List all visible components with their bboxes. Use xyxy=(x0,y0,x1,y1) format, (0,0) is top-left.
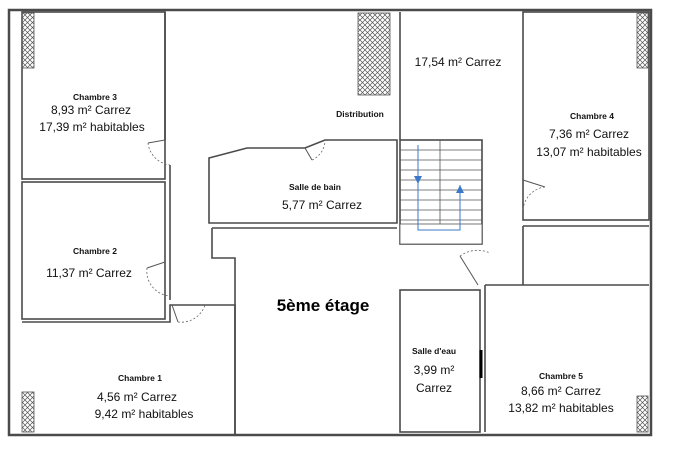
chambre4-name: Chambre 4 xyxy=(570,111,614,121)
room-chambre2-wall xyxy=(21,181,166,320)
chambre2-area-carrez: 11,37 m² Carrez xyxy=(46,266,132,280)
chambre2-name: Chambre 2 xyxy=(73,246,117,256)
room-salle-deau-wall xyxy=(399,289,481,433)
floor-label: 5ème étage xyxy=(277,296,370,315)
door-salle-de-bain xyxy=(304,139,326,161)
chambre3-name: Chambre 3 xyxy=(73,92,117,102)
duct-hatch-top-left xyxy=(21,12,35,69)
central-block-wall xyxy=(211,228,236,435)
door-chambre3 xyxy=(147,139,171,166)
chambre4-area-carrez: 7,36 m² Carrez xyxy=(549,127,629,141)
chambre1-area-carrez: 4,56 m² Carrez xyxy=(97,390,177,404)
duct-hatch-top-right xyxy=(636,12,649,69)
outer-wall xyxy=(7,8,653,437)
stair-arrow-down-icon xyxy=(414,176,422,184)
room-salle-de-bain-wall xyxy=(208,139,398,224)
chambre1-area-habitable: 9,42 m² habitables xyxy=(95,407,194,421)
salle-deau-area-line1: 3,99 m² xyxy=(414,363,455,377)
door-chambre1 xyxy=(171,304,206,323)
door-chambre4 xyxy=(522,179,546,211)
door-chambre2 xyxy=(146,261,171,297)
distribution-area-carrez: 17,54 m² Carrez xyxy=(415,55,502,69)
salle-deau-name: Salle d'eau xyxy=(412,346,456,356)
salle-de-bain-name: Salle de bain xyxy=(289,182,341,192)
chambre4-area-habitable: 13,07 m² habitables xyxy=(536,145,641,159)
chambre3-area-habitable: 17,39 m² habitables xyxy=(39,120,144,134)
staircase xyxy=(399,140,483,245)
duct-hatch-bottom-left xyxy=(21,391,35,433)
chambre5-name: Chambre 5 xyxy=(539,371,583,381)
salle-deau-area-line2: Carrez xyxy=(416,381,452,395)
duct-hatch-top-center xyxy=(357,12,391,96)
room-chambre3-wall xyxy=(21,11,166,180)
duct-hatch-bottom-right xyxy=(636,395,649,433)
chambre5-area-habitable: 13,82 m² habitables xyxy=(508,401,613,415)
distribution-name: Distribution xyxy=(336,109,384,119)
door-salle-deau xyxy=(459,249,491,286)
chambre5-area-carrez: 8,66 m² Carrez xyxy=(521,384,601,398)
room-chambre4-wall xyxy=(522,11,650,221)
salle-de-bain-area-carrez: 5,77 m² Carrez xyxy=(282,198,362,212)
chambre3-area-carrez: 8,93 m² Carrez xyxy=(51,103,131,117)
stair-arrow-up-icon xyxy=(456,185,464,193)
chambre1-name: Chambre 1 xyxy=(118,373,162,383)
